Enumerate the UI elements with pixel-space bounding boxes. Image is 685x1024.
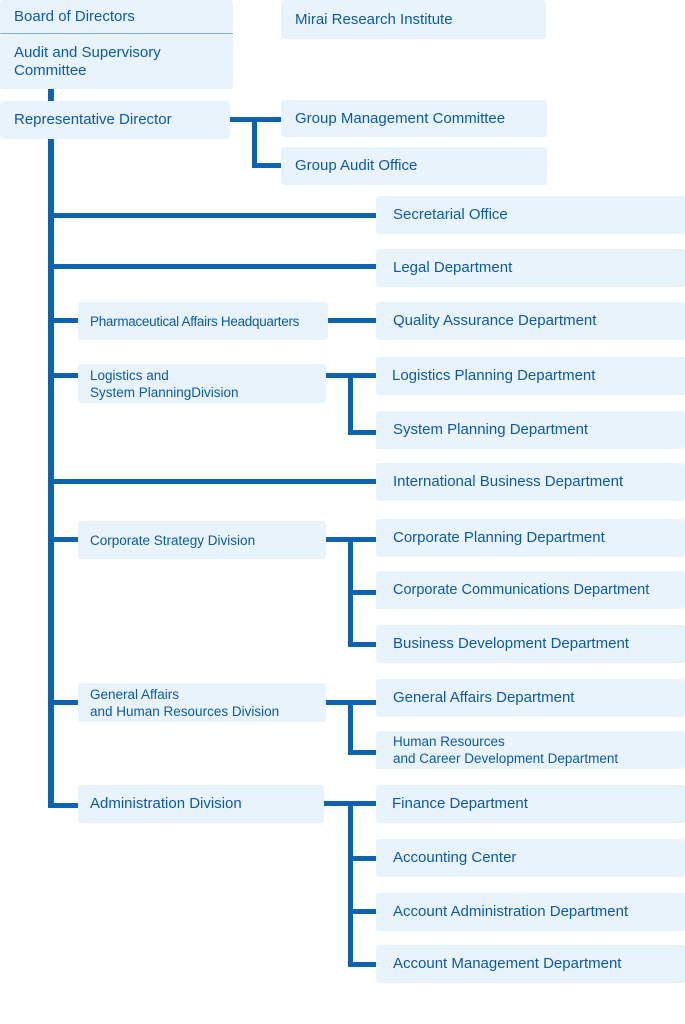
connector-line xyxy=(348,962,376,967)
account-administration-box: Account Administration Department xyxy=(376,893,685,931)
hr-career-development-box: Human Resources and Career Development D… xyxy=(376,731,685,769)
administration-division-box: Administration Division xyxy=(78,785,324,823)
logistics-system-planning-division-box: Logistics and System PlanningDivision xyxy=(78,364,326,403)
connector-line xyxy=(48,264,376,269)
connector-line xyxy=(348,590,376,595)
system-planning-box: System Planning Department xyxy=(376,411,685,449)
connector-line xyxy=(348,642,376,647)
corporate-planning-box: Corporate Planning Department xyxy=(376,519,685,557)
connector-line xyxy=(348,430,376,435)
connector-line xyxy=(252,117,257,167)
board-of-directors-box: Board of Directors xyxy=(0,0,233,33)
connector-line xyxy=(348,700,353,755)
connector-line xyxy=(48,803,78,808)
audit-committee-box: Audit and Supervisory Committee xyxy=(0,34,233,89)
connector-line xyxy=(48,88,54,102)
pharmaceutical-affairs-hq-box: Pharmaceutical Affairs Headquarters xyxy=(78,302,328,340)
board-separator xyxy=(0,33,233,34)
connector-line xyxy=(348,801,353,967)
secretarial-office-box: Secretarial Office xyxy=(376,196,685,234)
general-affairs-department-box: General Affairs Department xyxy=(376,679,685,717)
connector-line xyxy=(348,373,353,435)
finance-department-box: Finance Department xyxy=(376,785,685,823)
international-business-box: International Business Department xyxy=(376,463,685,501)
connector-line xyxy=(48,537,78,542)
mirai-research-box: Mirai Research Institute xyxy=(281,0,546,39)
group-audit-office-box: Group Audit Office xyxy=(281,147,547,185)
connector-line xyxy=(348,856,376,861)
logistics-planning-box: Logistics Planning Department xyxy=(376,357,685,395)
connector-line xyxy=(48,479,376,484)
business-development-box: Business Development Department xyxy=(376,625,685,663)
connector-line xyxy=(48,700,78,705)
connector-line xyxy=(348,750,376,755)
quality-assurance-box: Quality Assurance Department xyxy=(376,302,685,340)
corporate-strategy-division-box: Corporate Strategy Division xyxy=(78,521,326,559)
representative-director-box: Representative Director xyxy=(0,101,230,139)
group-management-committee-box: Group Management Committee xyxy=(281,100,547,137)
connector-line xyxy=(348,909,376,914)
accounting-center-box: Accounting Center xyxy=(376,839,685,877)
connector-line xyxy=(48,318,78,323)
connector-line xyxy=(48,138,54,808)
connector-line xyxy=(252,163,282,168)
account-management-box: Account Management Department xyxy=(376,945,685,983)
connector-line xyxy=(328,318,376,323)
connector-line xyxy=(48,373,78,378)
connector-line xyxy=(48,213,376,218)
corporate-communications-box: Corporate Communications Department xyxy=(376,571,685,609)
general-affairs-hr-division-box: General Affairs and Human Resources Divi… xyxy=(78,683,326,722)
legal-department-box: Legal Department xyxy=(376,249,685,287)
